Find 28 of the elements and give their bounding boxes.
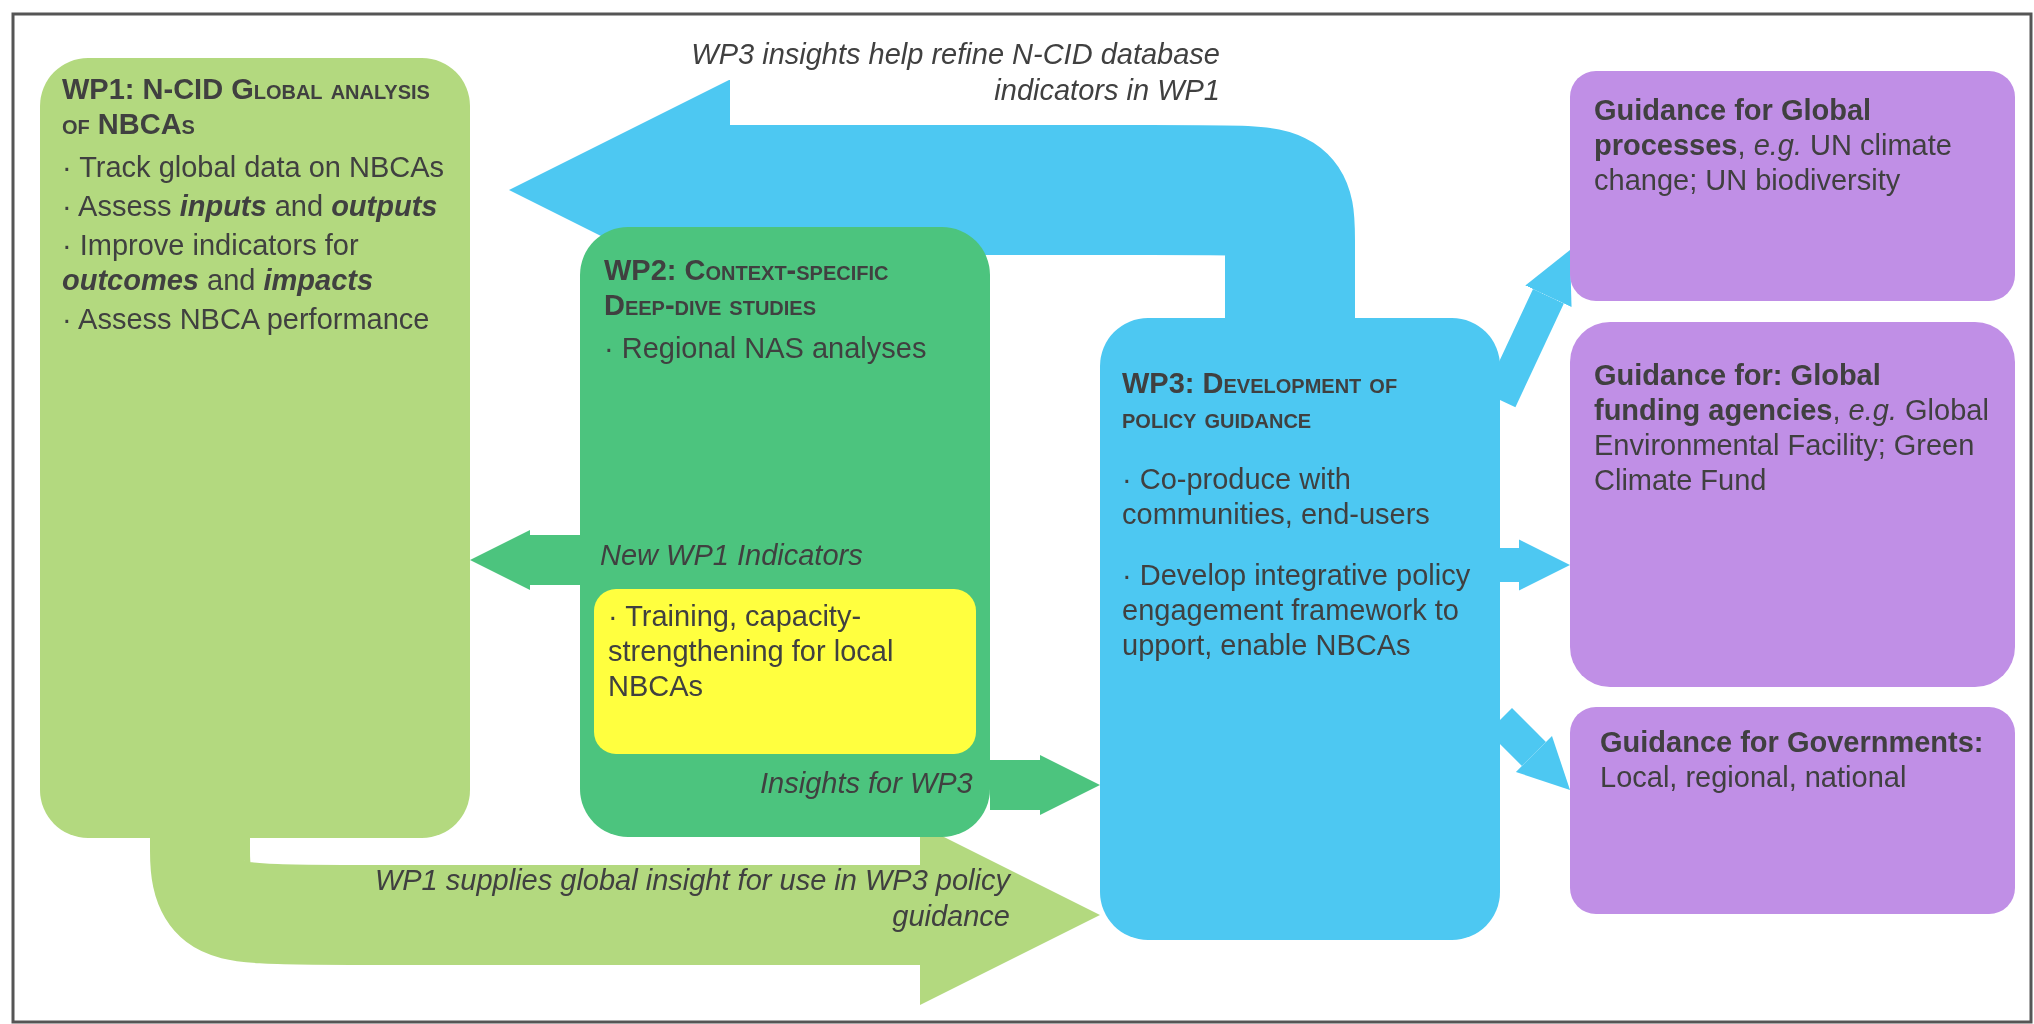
heading: WP1: N-CID Global analysis of NBCAs	[62, 72, 431, 142]
edge-label: New WP1 Indicators	[600, 538, 864, 573]
work-package-box	[1100, 318, 1500, 940]
heading: WP3: Development of policy guidance	[1122, 366, 1399, 436]
edge-label: WP3 insights help refine N-CID database indicators in WP1	[690, 37, 1220, 108]
body-text: Guidance for: Global funding agencies, e.g. Global Environmental Facility; Green Climate Fund	[1594, 358, 1990, 498]
arrow	[1500, 539, 1570, 591]
arrow	[990, 755, 1100, 815]
body-text: · Training, capacity-strengthening for local NBCAs	[608, 599, 895, 704]
edge-label: WP1 supplies global insight for use in WP3 policy guidance	[373, 863, 1010, 934]
body-text: · Regional NAS analyses	[604, 331, 928, 366]
body-text: Guidance for Governments: Local, regional, national	[1600, 725, 1985, 795]
body-text: · Co-produce with communities, end-users	[1122, 462, 1431, 532]
body-text: · Improve indicators for outcomes and impacts	[62, 228, 375, 298]
body-text: · Assess NBCA performance	[62, 302, 431, 337]
body-text: Guidance for Global processes, e.g. UN climate change; UN biodiversity	[1594, 93, 1953, 198]
guidance-box	[1570, 707, 2015, 914]
guidance-box	[1570, 71, 2015, 301]
highlight-box	[594, 589, 976, 754]
work-package-box	[580, 227, 990, 837]
body-text: · Develop integrative policy engagement framework to upport, enable NBCAs	[1122, 558, 1472, 663]
arrow	[470, 530, 580, 590]
work-package-box	[40, 58, 470, 838]
body-text: · Assess inputs and outputs	[62, 189, 439, 224]
heading: WP2: Context-specific Deep-dive studies	[604, 253, 890, 323]
edge-label: Insights for WP3	[760, 766, 974, 801]
guidance-box	[1570, 322, 2015, 687]
body-text: · Track global data on NBCAs	[62, 150, 445, 185]
